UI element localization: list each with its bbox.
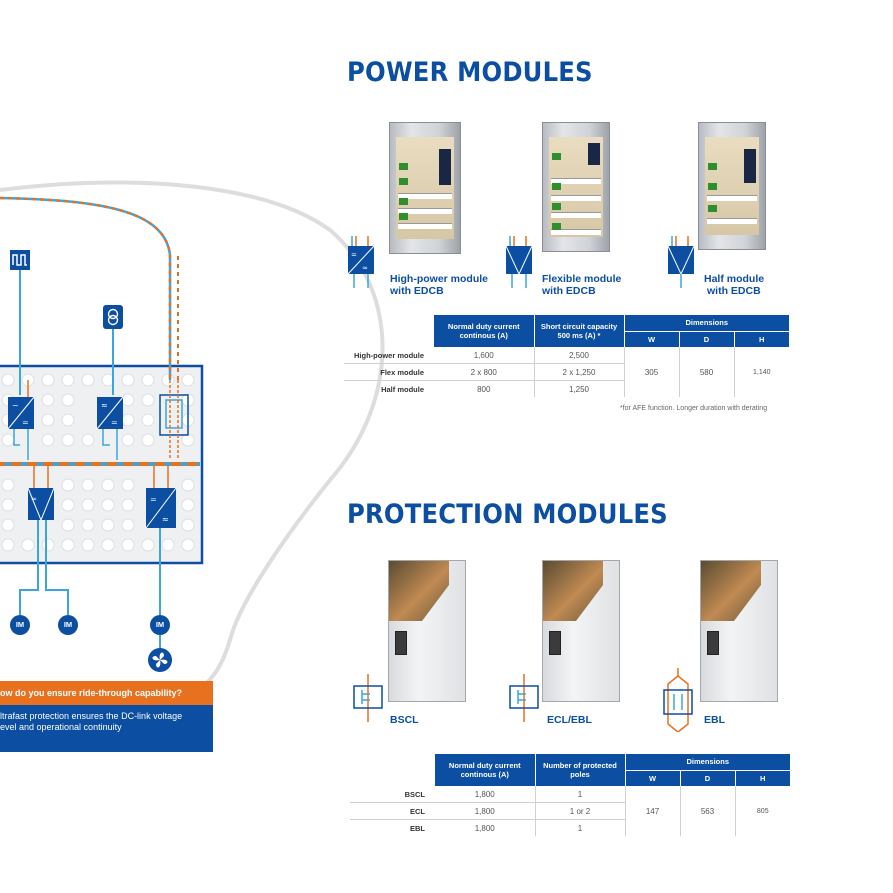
svg-text:≈: ≈ bbox=[162, 515, 169, 524]
bscl-schematic-icon bbox=[353, 674, 383, 722]
power-footnote: *for AFE function. Longer duration with … bbox=[620, 405, 768, 412]
table-row: EBL 1,800 1 bbox=[350, 819, 790, 836]
high-power-module-image bbox=[389, 122, 461, 254]
grey-curve bbox=[0, 180, 385, 696]
power-modules-title: POWER MODULES bbox=[347, 57, 593, 88]
svg-text:=: = bbox=[111, 418, 118, 427]
protection-modules-title: PROTECTION MODULES bbox=[347, 499, 668, 530]
protection-col-dimensions: Dimensions bbox=[624, 754, 790, 771]
bscl-module-image bbox=[388, 560, 466, 702]
table-row: ECL 1,800 1 or 2 bbox=[350, 802, 790, 820]
power-col-d: D bbox=[678, 331, 734, 347]
protection-col-d: D bbox=[679, 770, 735, 786]
ebl-module-image bbox=[700, 560, 778, 702]
half-module-image bbox=[698, 122, 766, 250]
supply-line bbox=[0, 196, 172, 380]
motor-icon-1: IM bbox=[10, 615, 30, 635]
power-col-w: W bbox=[623, 331, 679, 347]
converter-upper-1: ~ = bbox=[7, 396, 35, 430]
question-bar: ow do you ensure ride-through capability… bbox=[0, 681, 213, 705]
flexible-module-schematic-icon bbox=[505, 236, 533, 288]
ecl-ebl-schematic-icon bbox=[509, 674, 539, 722]
cabinet-pattern bbox=[1, 373, 195, 552]
svg-text:=: = bbox=[150, 495, 157, 504]
svg-text:~: ~ bbox=[12, 401, 19, 410]
ebl-label: EBL bbox=[704, 714, 725, 726]
protection-col-poles: Number of protected poles bbox=[534, 754, 625, 786]
protection-w-value: 147 bbox=[624, 786, 680, 836]
svg-text:=: = bbox=[22, 418, 29, 427]
motor-icon-3: IM bbox=[150, 615, 170, 635]
ecl-ebl-module-image bbox=[542, 560, 620, 702]
answer-box: ltrafast protection ensures the DC-link … bbox=[0, 705, 213, 752]
power-col-current: Normal duty current continous (A) bbox=[434, 315, 534, 347]
converter-upper-2: ≈ = bbox=[96, 396, 124, 430]
inverter-lower-1: ≈ bbox=[27, 487, 55, 521]
answer-line-1: ltrafast protection ensures the DC-link … bbox=[0, 711, 183, 721]
protection-modules-table: Normal duty current continous (A) Number… bbox=[350, 754, 790, 836]
power-col-short: Short circuit capacity 500 ms (A) * bbox=[533, 315, 624, 347]
table-row: High-power module 1,600 2,500 305 580 1,… bbox=[344, 347, 789, 397]
high-power-module-label: High-power module with EDCB bbox=[390, 273, 488, 297]
motor-feeder-1 bbox=[19, 520, 39, 615]
protection-col-h: H bbox=[734, 770, 790, 786]
system-diagram: ~ = ≈ = ≈ = ≈ bbox=[0, 180, 385, 696]
power-h-value: 1,140 bbox=[733, 347, 789, 397]
table-row: BSCL 1,800 1 147 563 805 bbox=[350, 786, 790, 836]
resistor-icon bbox=[10, 250, 30, 270]
power-w-value: 305 bbox=[623, 347, 679, 397]
power-d-value: 580 bbox=[678, 347, 734, 397]
half-module-label: Half module with EDCB bbox=[704, 273, 765, 297]
svg-text:=: = bbox=[351, 251, 357, 259]
power-col-h: H bbox=[733, 331, 789, 347]
high-power-module-schematic-icon: = ≈ bbox=[347, 236, 375, 288]
fan-icon bbox=[148, 648, 172, 672]
question-text: ow do you ensure ride-through capability… bbox=[0, 688, 183, 698]
motor-feeder-2 bbox=[45, 520, 69, 615]
half-module-schematic-icon bbox=[667, 236, 695, 288]
protection-upper bbox=[159, 380, 189, 460]
flexible-module-image bbox=[542, 122, 610, 252]
motor-icon-2: IM bbox=[58, 615, 78, 635]
inverter-lower-2: = ≈ bbox=[145, 487, 177, 529]
svg-text:≈: ≈ bbox=[101, 401, 108, 410]
ebl-schematic-icon bbox=[663, 668, 693, 732]
protection-d-value: 563 bbox=[679, 786, 735, 836]
flexible-module-label: Flexible module with EDCB bbox=[542, 273, 622, 297]
answer-line-2: evel and operational continuity bbox=[0, 722, 122, 732]
protection-col-current: Normal duty current continous (A) bbox=[435, 754, 535, 786]
protection-h-value: 805 bbox=[734, 786, 790, 836]
bscl-label: BSCL bbox=[390, 714, 419, 726]
power-col-dimensions: Dimensions bbox=[623, 315, 789, 332]
svg-text:≈: ≈ bbox=[31, 495, 37, 503]
svg-text:≈: ≈ bbox=[362, 264, 368, 272]
table-row: Half module 800 1,250 bbox=[344, 380, 789, 397]
table-row: Flex module 2 x 800 2 x 1,250 bbox=[344, 363, 789, 381]
power-modules-table: Normal duty current continous (A) Short … bbox=[344, 315, 789, 397]
transformer-icon bbox=[103, 305, 123, 329]
protection-col-w: W bbox=[624, 770, 680, 786]
ecl-ebl-label: ECL/EBL bbox=[547, 714, 592, 726]
